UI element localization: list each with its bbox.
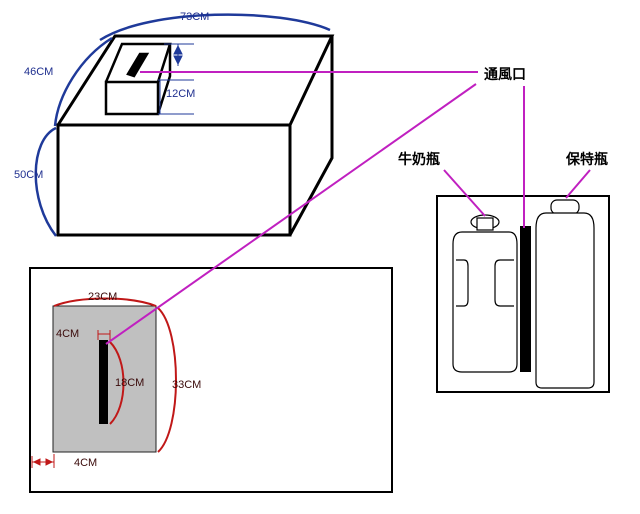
label-milk-bottle: 牛奶瓶 bbox=[398, 151, 440, 168]
leader-lines bbox=[105, 71, 591, 345]
pet-bottle-drawing bbox=[535, 199, 595, 389]
dim-arc-33 bbox=[157, 307, 177, 453]
label-pet-bottle: 保特瓶 bbox=[565, 151, 608, 168]
box-3d bbox=[56, 34, 335, 237]
dim-arc-18 bbox=[109, 341, 125, 425]
leader-vent-panel bbox=[105, 83, 477, 345]
label-73cm: 73CM bbox=[180, 11, 209, 23]
label-4cm-slot: 4CM bbox=[56, 328, 79, 340]
dim-4cm-edge bbox=[31, 454, 55, 468]
label-12cm: 12CM bbox=[166, 88, 195, 100]
box-top-face bbox=[56, 34, 335, 126]
label-4cm-edge: 4CM bbox=[74, 457, 97, 469]
dim-arc-50 bbox=[34, 126, 57, 237]
milk-bottle-drawing bbox=[452, 214, 518, 373]
leader-milk bbox=[443, 169, 486, 217]
bottle-vent-slot bbox=[520, 226, 531, 372]
dim-arc-73 bbox=[99, 13, 331, 42]
label-vent: 通風口 bbox=[484, 67, 526, 83]
vent-slot-top bbox=[126, 52, 150, 78]
panel-vent-slot bbox=[99, 340, 108, 424]
vent-box-side bbox=[156, 44, 172, 115]
dim-12cm bbox=[158, 43, 194, 115]
vent-box-top bbox=[104, 42, 172, 83]
box-front-face bbox=[56, 123, 292, 237]
leader-pet bbox=[565, 169, 591, 199]
red-dimensions bbox=[53, 297, 177, 453]
label-23cm: 23CM bbox=[88, 291, 117, 303]
dim-arc-46 bbox=[53, 36, 113, 127]
blue-dimensions bbox=[34, 13, 331, 237]
box-side-face bbox=[288, 36, 334, 236]
vent-box bbox=[104, 42, 172, 116]
dim-4cm-slot bbox=[97, 330, 111, 340]
label-46cm: 46CM bbox=[24, 66, 53, 78]
label-50cm: 50CM bbox=[14, 169, 43, 181]
label-18cm: 18CM bbox=[115, 377, 144, 389]
pet-bottle-cap bbox=[550, 199, 580, 215]
panel-gray-face bbox=[52, 305, 157, 453]
vent-box-front bbox=[104, 80, 160, 116]
pet-bottle-body bbox=[535, 212, 595, 389]
label-33cm: 33CM bbox=[172, 379, 201, 391]
dim-arc-23 bbox=[53, 297, 157, 307]
